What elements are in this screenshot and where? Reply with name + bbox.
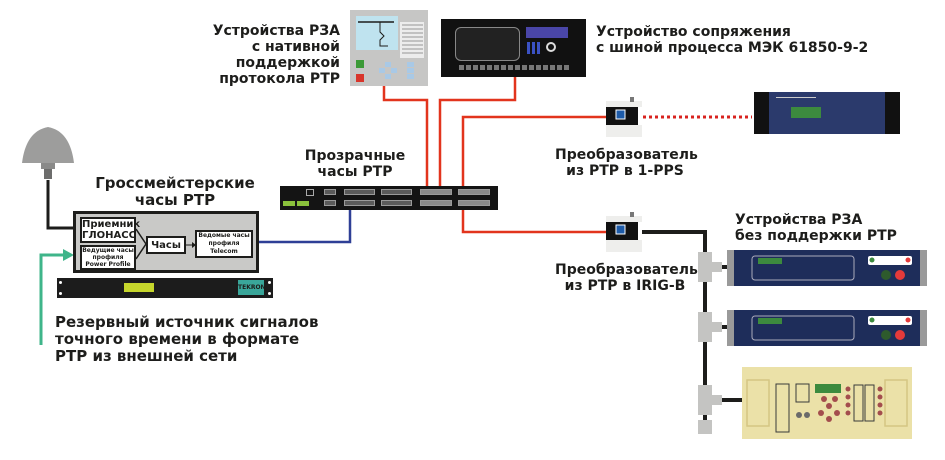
glonass-antenna-icon (22, 127, 74, 179)
ethernet-link-irig (461, 208, 606, 234)
backup-link (39, 253, 66, 345)
backup-ptp-rack: TEKRON (57, 278, 273, 298)
grandmaster-label: Гроссмейстерские часы PTP (95, 174, 255, 209)
ethernet-link-pps (461, 115, 606, 188)
irig-converter-device (606, 212, 642, 252)
rza-legacy-label: Устройства РЗА без поддержки PTP (735, 212, 897, 244)
backup-source-label: Резервный источник сигналов точного врем… (55, 313, 319, 365)
transparent-clock-label: Прозрачные часы PTP (304, 148, 406, 180)
arrow-right-icon (186, 242, 196, 248)
rack-display (124, 283, 154, 292)
legacy-relay-1 (727, 250, 927, 286)
rza-native-device (350, 10, 428, 86)
pps-target-device (754, 92, 900, 134)
rza-native-label: Устройства РЗА с нативной поддержкой про… (212, 23, 340, 87)
telecom-link (252, 210, 352, 244)
pps-converter-device (606, 97, 642, 137)
telecom-slave-block: Ведомые часы профиля Telecom (195, 230, 253, 258)
ethernet-link-rza (382, 86, 429, 188)
merging-unit-label: Устройство сопряжения с шиной процесса М… (596, 24, 869, 56)
antenna-cable (46, 180, 78, 230)
pps-converter-label: Преобразователь из PTP в 1-PPS (555, 147, 698, 179)
grandmaster-clock: Приемник ГЛОНАСС Ведущие часы профиля Po… (73, 211, 259, 273)
tekron-logo: TEKRON (238, 280, 266, 295)
irig-bus (642, 230, 707, 420)
legacy-relay-3 (742, 367, 912, 439)
t-connectors (698, 252, 722, 434)
merging-unit-device (441, 19, 586, 77)
legacy-relay-2 (727, 310, 927, 346)
glonass-receiver-block: Приемник ГЛОНАСС (80, 217, 141, 243)
backup-arrow-icon (63, 249, 74, 261)
transparent-clock-switch (280, 186, 498, 210)
clock-block: Часы (146, 236, 186, 254)
ethernet-link-merging-unit (438, 77, 517, 188)
irig-converter-label: Преобразователь из PTP в IRIG-B (555, 262, 698, 294)
power-profile-block: Ведущие часы профиля Power Profile (80, 245, 136, 270)
